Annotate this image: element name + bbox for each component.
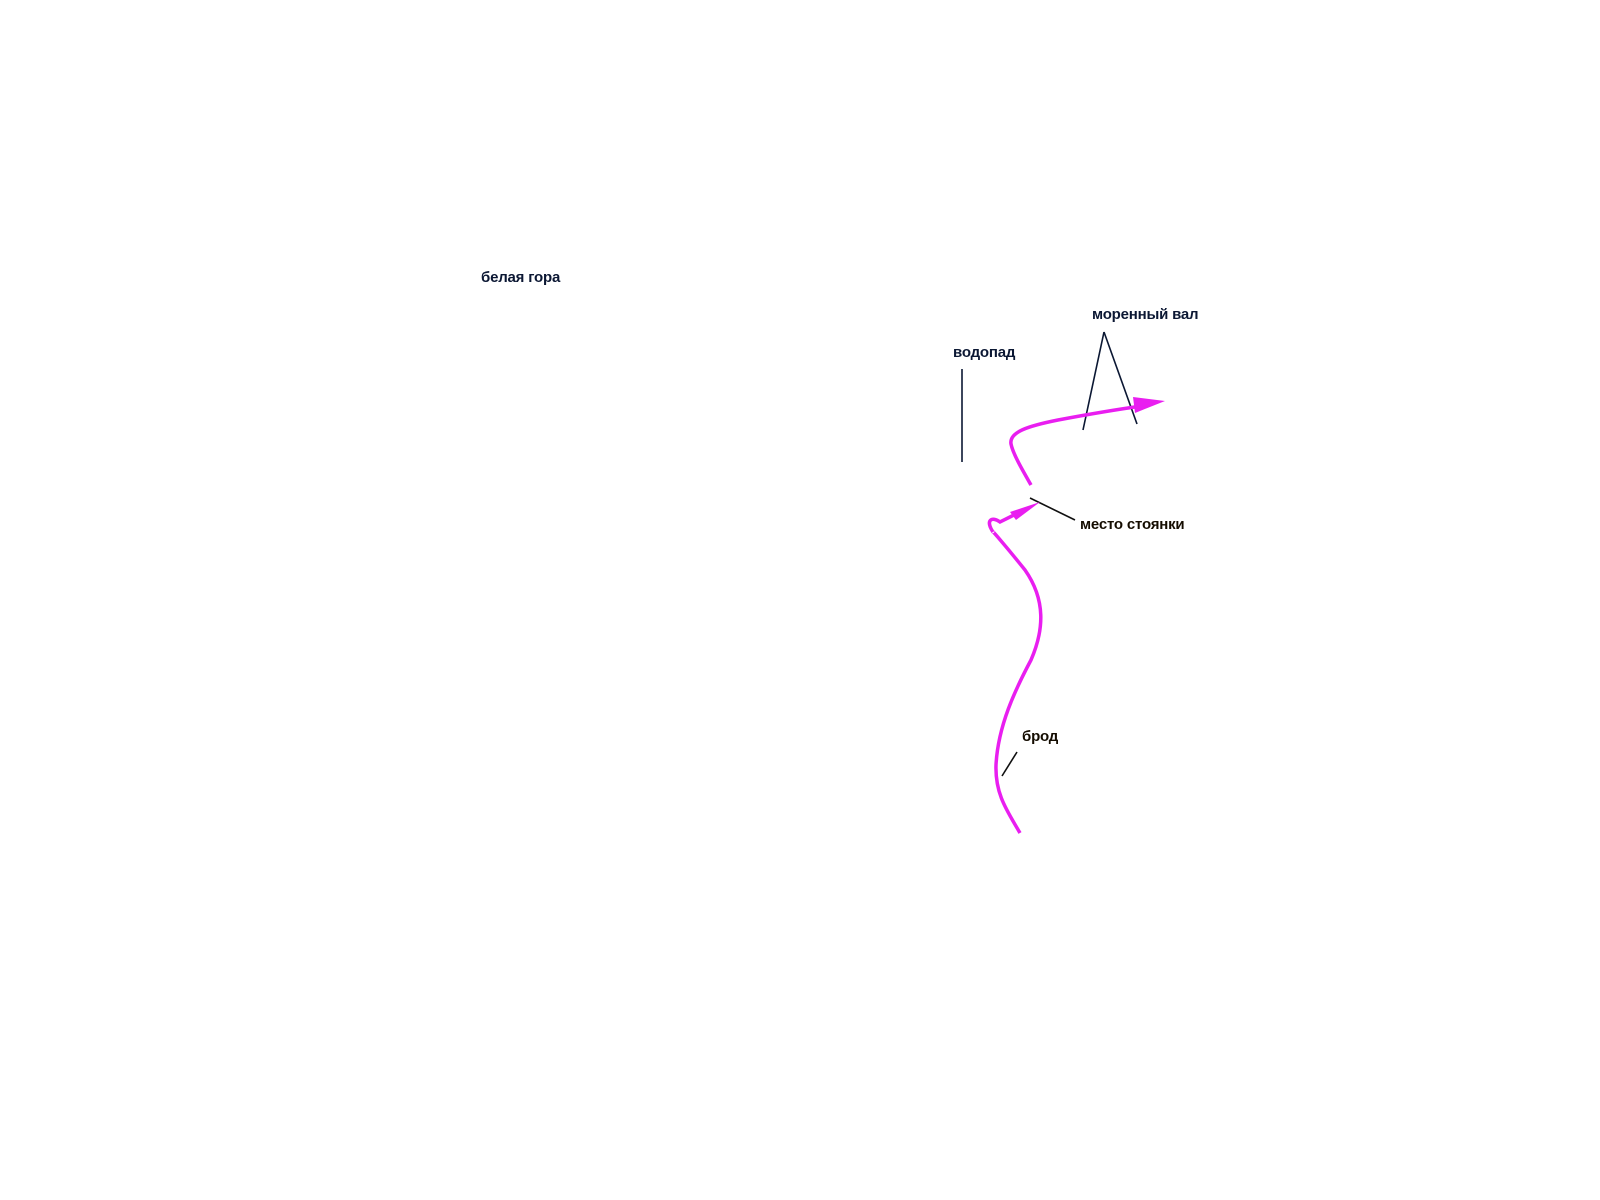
label-white-mountain: белая гора: [481, 269, 561, 286]
label-waterfall: водопад: [953, 344, 1016, 361]
label-ford: брод: [1022, 728, 1059, 745]
route-arrowhead-campsite: [1010, 502, 1040, 520]
label-moraine: моренный вал: [1092, 306, 1198, 323]
route-segment-upper: [1009, 404, 1143, 486]
label-campsite: место стоянки: [1080, 516, 1184, 533]
route-segment-lower: [987, 509, 1043, 834]
route-arrowhead-moraine: [1133, 397, 1165, 413]
ford-leader-line: [1001, 751, 1018, 777]
campsite-leader-line: [1029, 497, 1076, 521]
